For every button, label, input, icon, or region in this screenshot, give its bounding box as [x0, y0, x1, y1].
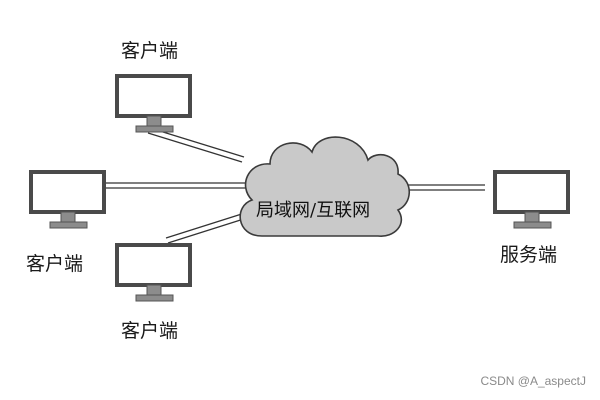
link-client-top [147, 127, 245, 163]
link-client-bottom [165, 211, 251, 244]
network-cloud [239, 136, 411, 237]
network-label: 局域网/互联网 [256, 200, 371, 221]
server-label: 服务端 [500, 244, 558, 266]
client-top-label: 客户端 [121, 40, 179, 62]
client-bottom-monitor-icon [115, 243, 192, 302]
watermark: CSDN @A_aspectJ [480, 374, 586, 388]
client-bottom-label: 客户端 [121, 320, 179, 342]
client-left-monitor-icon [29, 170, 106, 229]
client-left-label: 客户端 [26, 253, 84, 275]
link-server [406, 184, 485, 191]
client-top-monitor-icon [115, 74, 192, 133]
link-client-left [106, 182, 246, 189]
server-monitor-icon [493, 170, 570, 229]
